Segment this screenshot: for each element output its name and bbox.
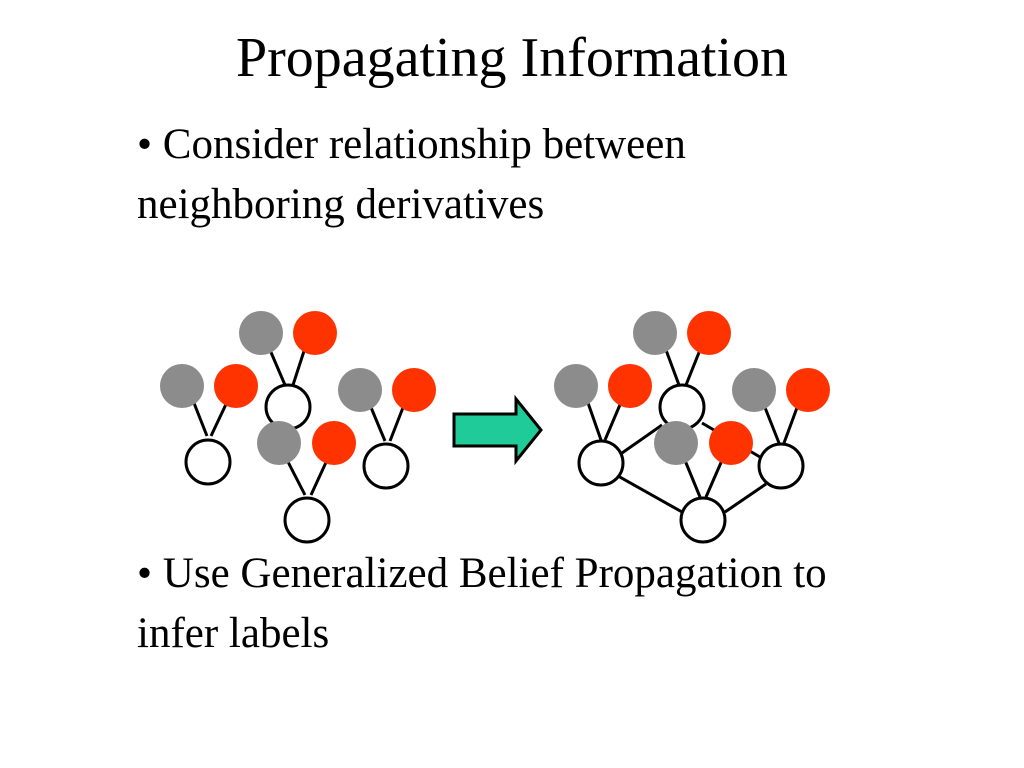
right-white-nodes	[577, 383, 805, 544]
right-white-node-bottom	[679, 496, 727, 544]
gray-node	[257, 421, 301, 465]
red-node	[608, 364, 652, 408]
left-white-node-bottom	[283, 496, 331, 544]
red-node	[786, 368, 830, 412]
red-node	[687, 311, 731, 355]
right-edges	[585, 349, 800, 514]
bullet-consider-relationship: • Consider relationship between neighbor…	[137, 121, 686, 228]
left-white-nodes	[184, 383, 410, 544]
right-white-node-left	[577, 439, 625, 487]
right-white-node-right	[757, 442, 805, 490]
red-node	[392, 368, 436, 412]
left-edges	[190, 347, 406, 496]
gray-node	[554, 364, 598, 408]
right-graph-connected	[554, 311, 830, 544]
left-white-node-left	[184, 438, 232, 486]
bullet-generalized-bp: • Use Generalized Belief Propagation to …	[137, 550, 827, 657]
right-colored-nodes	[554, 311, 830, 465]
left-graph-independent	[160, 311, 436, 544]
left-colored-nodes	[160, 311, 436, 465]
left-white-node-right	[362, 442, 410, 490]
gray-node	[239, 311, 283, 355]
slide-title: Propagating Information	[235, 27, 789, 89]
red-node	[214, 364, 258, 408]
red-node	[312, 421, 356, 465]
gray-node	[732, 368, 776, 412]
gray-node	[338, 368, 382, 412]
right-arrow-icon	[452, 394, 543, 466]
gray-node	[160, 364, 204, 408]
red-node	[709, 421, 753, 465]
gray-node	[633, 311, 677, 355]
gray-node	[654, 421, 698, 465]
red-node	[293, 311, 337, 355]
